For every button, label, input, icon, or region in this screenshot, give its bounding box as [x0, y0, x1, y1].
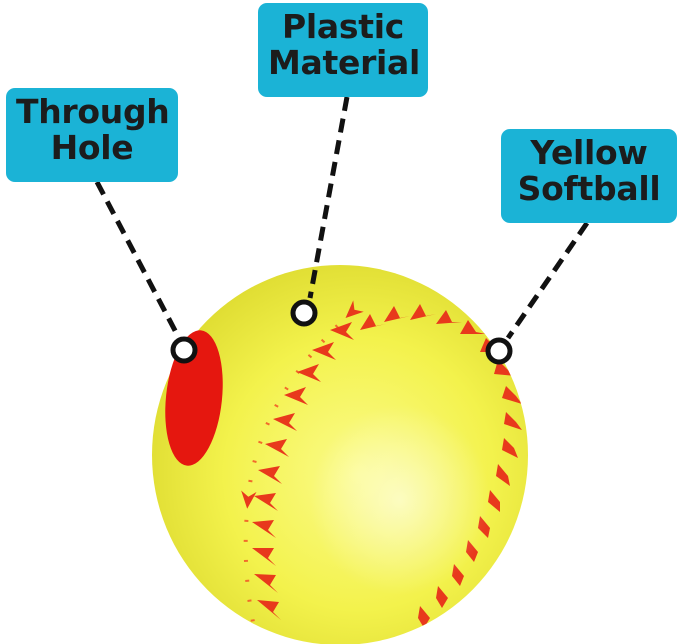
callout-line-through-hole	[94, 180, 183, 342]
label-yellow-softball-line2: Softball	[517, 169, 661, 208]
callout-line-plastic-material	[307, 96, 350, 299]
callout-dot-yellow-softball	[485, 337, 513, 365]
label-yellow-softball-line1: Yellow	[530, 133, 648, 172]
softball	[152, 265, 528, 644]
seam-stitches-left	[252, 322, 354, 620]
callout-line-yellow-softball	[505, 221, 590, 340]
label-through-hole: Through Hole	[6, 88, 178, 182]
label-plastic-material-line1: Plastic	[282, 7, 404, 46]
label-through-hole-line1: Through	[16, 92, 170, 131]
through-hole	[165, 330, 223, 466]
label-plastic-material-line2: Material	[268, 43, 421, 82]
label-plastic-material: Plastic Material	[258, 3, 428, 97]
callout-dot-plastic-material	[290, 299, 318, 327]
label-through-hole-line2: Hole	[50, 128, 134, 167]
label-yellow-softball: Yellow Softball	[501, 129, 677, 223]
callout-dot-through-hole	[170, 336, 198, 364]
